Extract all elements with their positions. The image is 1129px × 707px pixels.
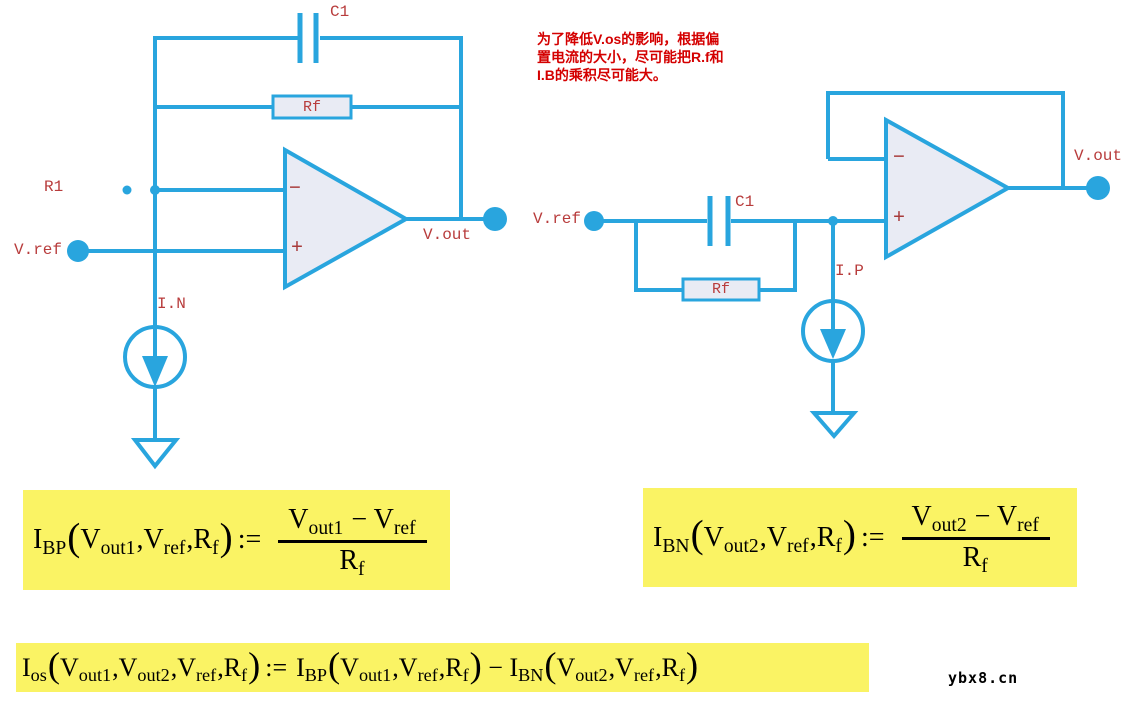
vout-terminal-dot xyxy=(483,207,507,231)
opamp-minus-sign: − xyxy=(893,144,905,168)
label-vout: V.out xyxy=(423,226,472,244)
annotation-line: 置电流的大小，尽可能把R.f和 xyxy=(537,49,724,65)
formula-body: Ios(Vout1,Vout2,Vref,Rf):=IBP(Vout1,Vref… xyxy=(22,645,699,686)
label-vref: V.ref xyxy=(14,241,63,259)
fraction-denominator: Rf xyxy=(278,539,427,579)
vref-terminal-dot xyxy=(67,240,89,262)
label-rf: Rf xyxy=(302,98,321,116)
label-r1: R1 xyxy=(44,178,64,196)
opamp-minus-sign: − xyxy=(289,175,301,199)
opamp-triangle xyxy=(283,146,411,291)
junction-dot xyxy=(150,185,160,195)
wire-rf-branch-right xyxy=(759,221,797,292)
formula-lhs: IBN(Vout2,Vref,Rf):= xyxy=(653,513,885,557)
opamp-plus-sign: + xyxy=(291,234,303,258)
current-source-arrow xyxy=(820,329,846,359)
opamp-plus-sign: + xyxy=(893,204,905,228)
wire-left-feedback-left xyxy=(153,36,298,327)
formula-ibn: IBN(Vout2,Vref,Rf):= Vout2 − Vref Rf xyxy=(643,488,1077,587)
formula-ibp: IBP(Vout1,Vref,Rf):= Vout1 − Vref Rf xyxy=(23,490,450,590)
fraction-denominator: Rf xyxy=(901,537,1050,577)
resistor-rf-body xyxy=(681,277,761,302)
vout-terminal-dot xyxy=(1086,176,1110,200)
wire-left-feedback-right xyxy=(320,36,463,219)
fraction: Vout1 − Vref Rf xyxy=(278,503,427,579)
ground-symbol xyxy=(809,411,859,440)
formula-ios: Ios(Vout1,Vout2,Vref,Rf):=IBP(Vout1,Vref… xyxy=(16,643,869,692)
annotation-note: 为了降低V.os的影响，根据偏 置电流的大小，尽可能把R.f和 I.B的乘积尽可… xyxy=(537,30,787,84)
resistor-rf-body xyxy=(271,94,353,120)
wire-feedback-loop xyxy=(826,91,1065,188)
left-circuit xyxy=(67,13,507,470)
node-dot xyxy=(122,185,132,195)
label-rf: Rf xyxy=(711,281,730,298)
fraction-numerator: Vout1 − Vref xyxy=(288,503,416,539)
formula-lhs: IBP(Vout1,Vref,Rf):= xyxy=(33,515,262,560)
fraction-numerator: Vout2 − Vref xyxy=(911,501,1039,537)
opamp-triangle xyxy=(884,116,1013,261)
label-ip: I.P xyxy=(835,262,864,280)
fraction: Vout2 − Vref Rf xyxy=(901,501,1050,577)
watermark: ybx8.cn xyxy=(948,669,1019,687)
label-in: I.N xyxy=(157,295,186,313)
right-circuit xyxy=(584,91,1110,440)
annotation-line: I.B的乘积尽可能大。 xyxy=(537,67,667,83)
ground-symbol xyxy=(130,438,181,470)
current-source-arrow xyxy=(142,356,168,387)
label-c1: C1 xyxy=(330,3,350,21)
annotation-line: 为了降低V.os的影响，根据偏 xyxy=(537,31,720,47)
label-vref: V.ref xyxy=(533,210,582,228)
wire-rf-branch-left xyxy=(634,221,683,292)
label-vout: V.out xyxy=(1074,147,1123,165)
label-c1: C1 xyxy=(735,193,755,211)
